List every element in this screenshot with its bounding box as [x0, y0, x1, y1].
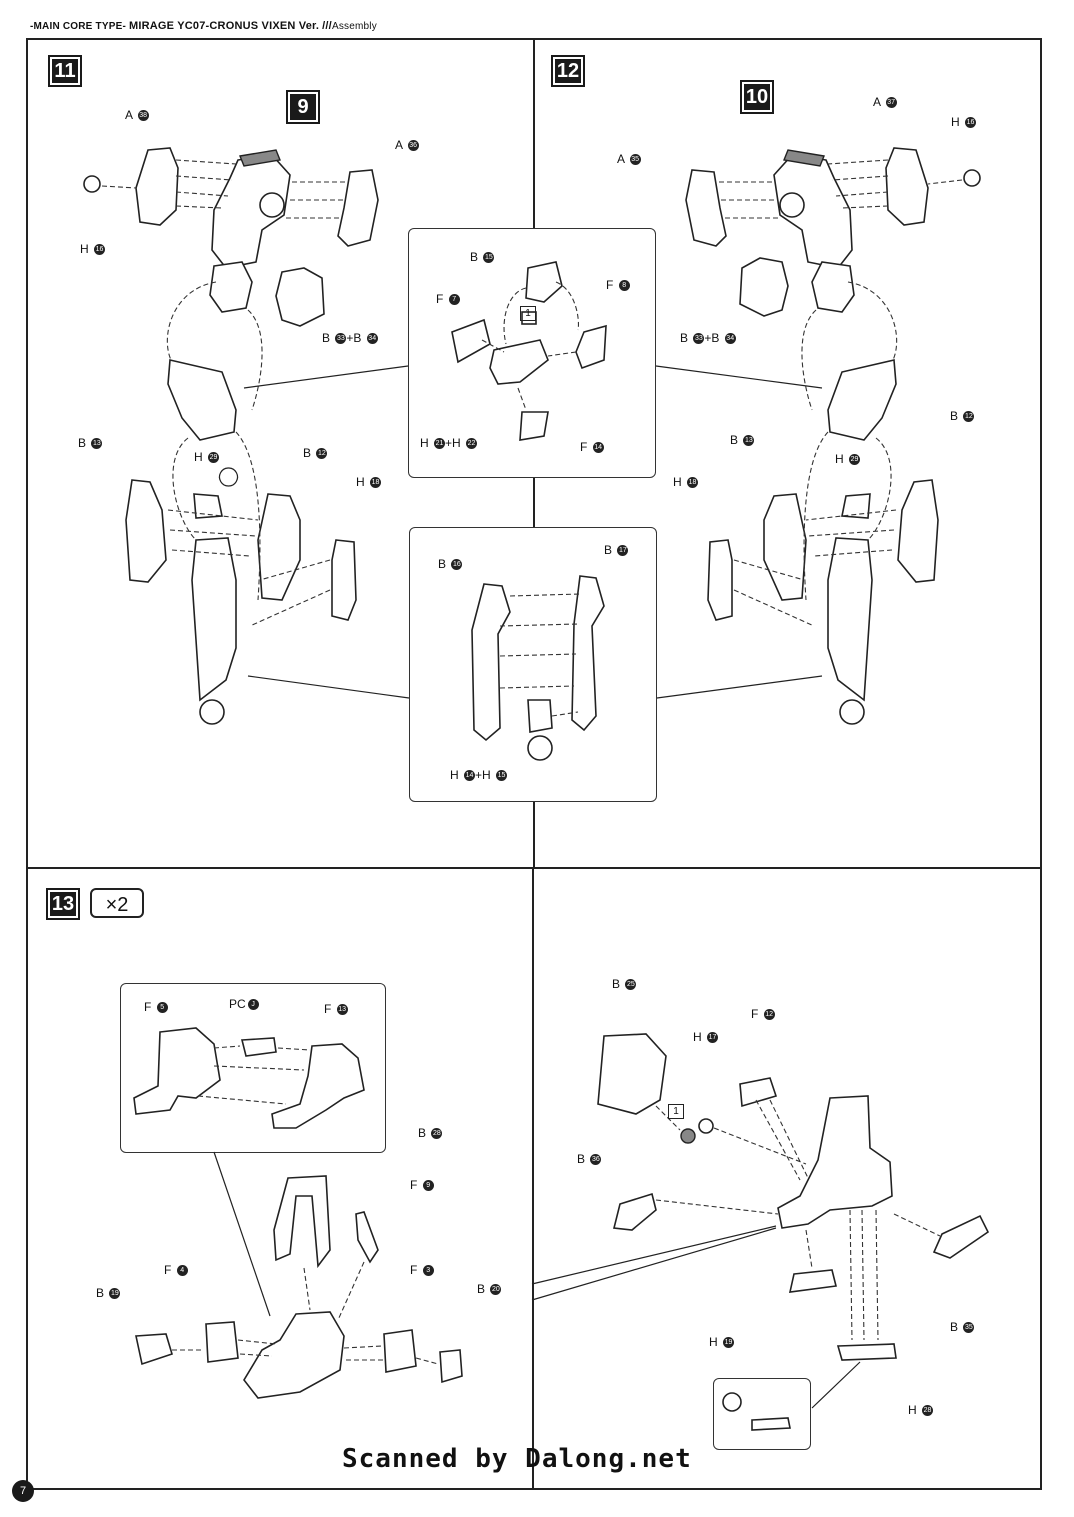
substep-marker-hand: 1 — [520, 306, 536, 321]
inset-hip-parts — [133, 1027, 365, 1129]
part-label: B 36 — [577, 1152, 602, 1166]
header-section: Assembly — [331, 21, 377, 32]
part-label: H 29 — [835, 452, 861, 466]
scanner-watermark: Scanned by Dalong.net — [342, 1444, 692, 1474]
step13-hip-assembly — [135, 1151, 463, 1399]
step-number-11: 11 — [48, 55, 82, 87]
part-label: F 8 — [606, 278, 630, 292]
step-number-12: 12 — [551, 55, 585, 87]
divider-horizontal — [26, 867, 1042, 869]
part-label: H 16 — [951, 115, 977, 129]
part-label: A 38 — [125, 108, 149, 122]
part-label: H 14+H 15 — [450, 768, 508, 782]
subassembly-ref-10: 10 — [740, 80, 774, 114]
substep-marker-waist: 1 — [668, 1104, 684, 1119]
part-label: F 4 — [164, 1263, 188, 1277]
part-label: B 33+B 34 — [322, 331, 378, 345]
part-label: H 28 — [908, 1403, 934, 1417]
part-label: H 18 — [356, 475, 382, 489]
part-label: F 12 — [751, 1007, 775, 1021]
part-label: H 17 — [693, 1030, 719, 1044]
header-version-mark: /// — [322, 20, 332, 32]
part-label: B 12 — [950, 409, 975, 423]
inset-leg-parts — [471, 575, 605, 761]
subassembly-ref-9: 9 — [286, 90, 320, 124]
page-number: 7 — [12, 1480, 34, 1502]
part-label: B 25 — [612, 977, 637, 991]
part-label: H 16 — [80, 242, 106, 256]
header-model: MIRAGE YC07-CRONUS VIXEN Ver. — [128, 20, 320, 32]
part-label: H 19 — [709, 1335, 735, 1349]
step11-arm-upper — [83, 147, 379, 411]
part-label: F 7 — [436, 292, 460, 306]
part-label: B 17 — [604, 543, 629, 557]
part-label: B 15 — [470, 250, 495, 264]
part-label: B 35 — [950, 1320, 975, 1334]
header-series: -MAIN CORE TYPE- — [30, 21, 126, 32]
part-label: F 9 — [410, 1178, 434, 1192]
step14-waist-assembly — [531, 1033, 990, 1431]
part-label: F 13 — [324, 1002, 348, 1016]
quantity-badge: ×2 — [90, 888, 144, 918]
part-label: F 5 — [144, 1000, 168, 1014]
inset-hand-parts — [451, 261, 607, 441]
step-number-13: 13 — [46, 888, 80, 920]
part-label: B 28 — [418, 1126, 443, 1140]
part-label: H 21+H 22 — [420, 436, 478, 450]
part-label: H 18 — [673, 475, 699, 489]
divider-vertical-bottom — [532, 868, 534, 1490]
part-label: B 13 — [730, 433, 755, 447]
part-label: B 12 — [303, 446, 328, 460]
step11-arm-lower — [125, 359, 357, 725]
page-header: -MAIN CORE TYPE- MIRAGE YC07-CRONUS VIXE… — [30, 20, 377, 32]
part-label: F 3 — [410, 1263, 434, 1277]
part-label: B 33+B 34 — [680, 331, 736, 345]
detail-inset-cut — [713, 1378, 811, 1450]
part-label: A 37 — [873, 95, 897, 109]
part-label: H 29 — [194, 450, 220, 464]
part-label: A 36 — [395, 138, 419, 152]
part-label: B 20 — [477, 1282, 502, 1296]
part-label: A 35 — [617, 152, 641, 166]
part-label: F 14 — [580, 440, 604, 454]
step12-mirror-assembly — [685, 147, 981, 725]
part-label: B 16 — [438, 557, 463, 571]
part-label: B 19 — [96, 1286, 121, 1300]
part-label: B 13 — [78, 436, 103, 450]
